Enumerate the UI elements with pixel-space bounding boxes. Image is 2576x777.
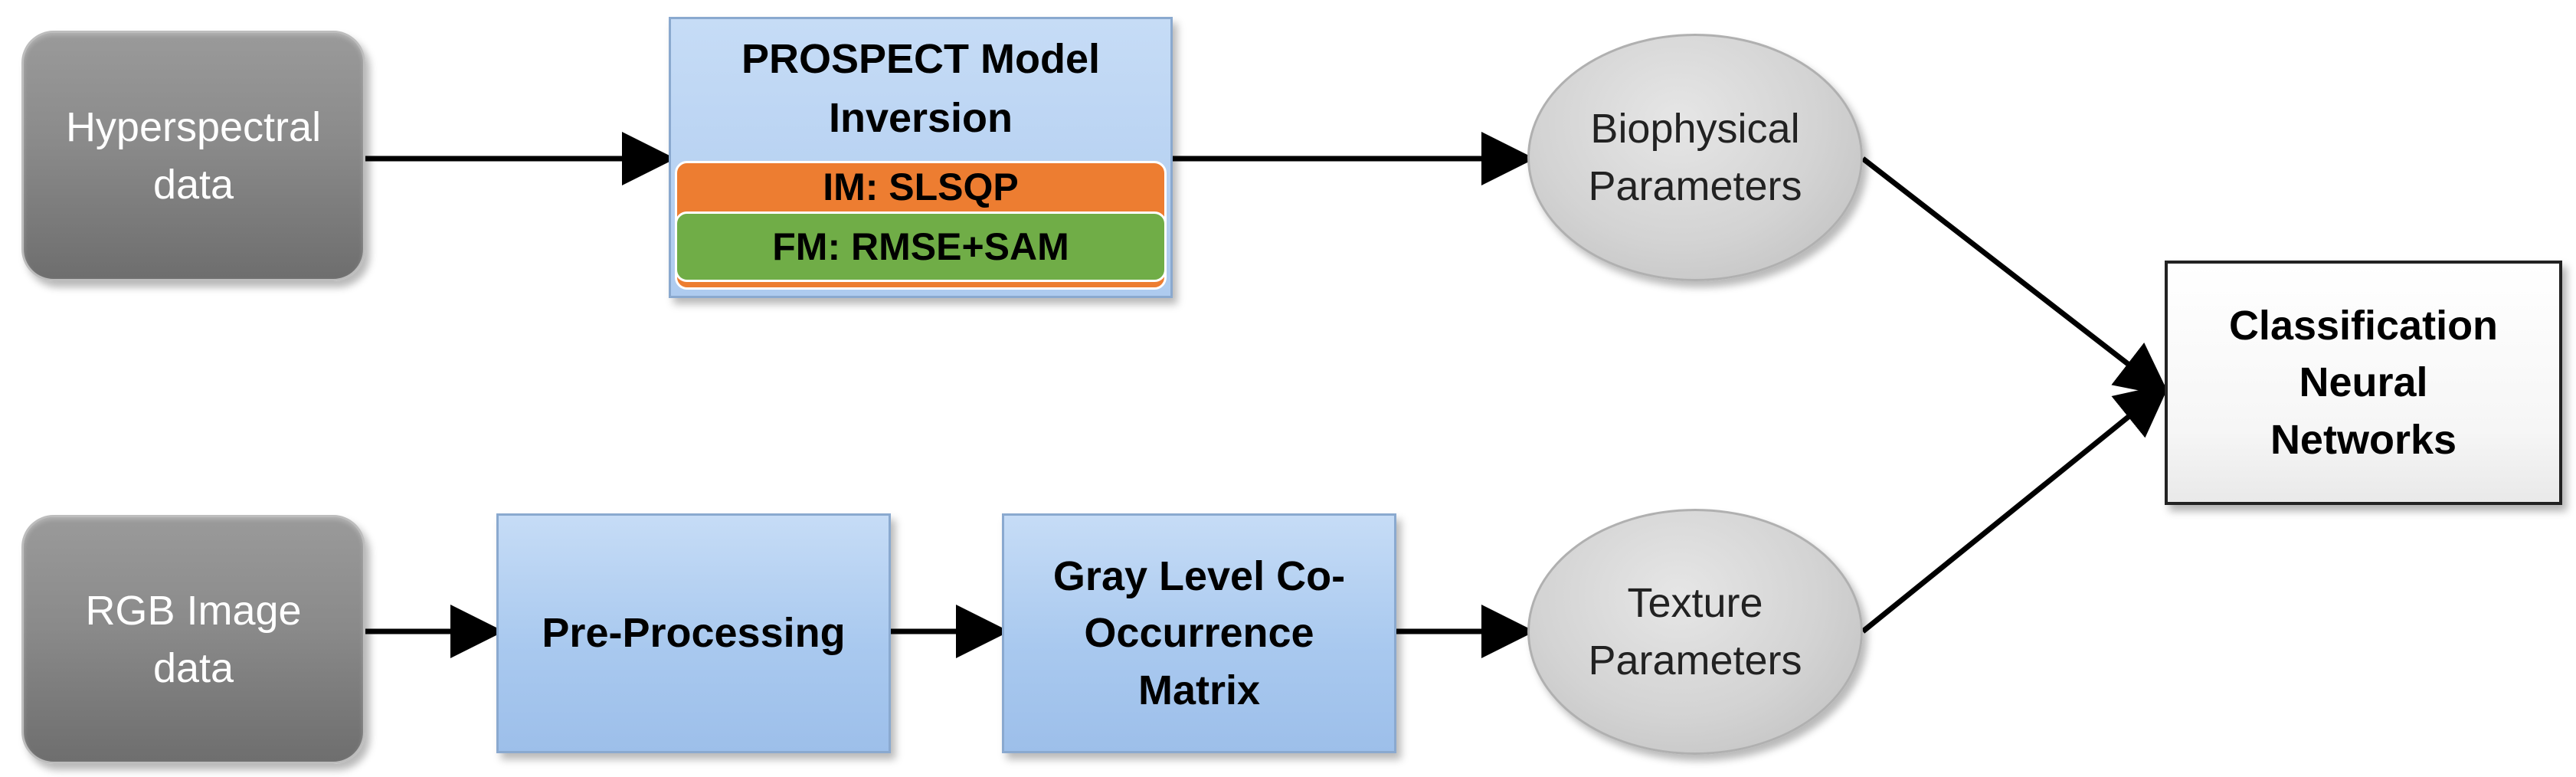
arrow-biophysical-to-classifier <box>1861 156 2171 397</box>
texture-parameters-label: Texture Parameters <box>1588 579 1802 684</box>
prospect-title: PROSPECT Model Inversion <box>741 36 1101 141</box>
texture-parameters-ellipse: Texture Parameters <box>1527 509 1863 755</box>
rgb-image-data-label: RGB Image data <box>85 587 302 691</box>
classification-neural-networks-box: Classification Neural Networks <box>2165 261 2562 505</box>
prospect-inversion-box: PROSPECT Model Inversion IM: SLSQP FM: R… <box>669 17 1173 298</box>
hyperspectral-data-label: Hyperspectral data <box>65 103 322 208</box>
rgb-image-data-box: RGB Image data <box>21 515 365 764</box>
arrow-texture-to-classifier <box>1861 383 2170 634</box>
glcm-box: Gray Level Co- Occurrence Matrix <box>1002 513 1396 753</box>
hyperspectral-data-box: Hyperspectral data <box>21 31 365 281</box>
fm-band: FM: RMSE+SAM <box>675 211 1167 282</box>
fm-label: FM: RMSE+SAM <box>772 225 1069 268</box>
glcm-label: Gray Level Co- Occurrence Matrix <box>1052 552 1346 713</box>
biophysical-parameters-label: Biophysical Parameters <box>1588 105 1802 209</box>
im-label: IM: SLSQP <box>823 166 1019 208</box>
biophysical-parameters-ellipse: Biophysical Parameters <box>1527 34 1863 281</box>
classification-neural-networks-label: Classification Neural Networks <box>2228 302 2499 463</box>
preprocessing-label: Pre-Processing <box>542 610 846 657</box>
preprocessing-box: Pre-Processing <box>496 513 891 753</box>
